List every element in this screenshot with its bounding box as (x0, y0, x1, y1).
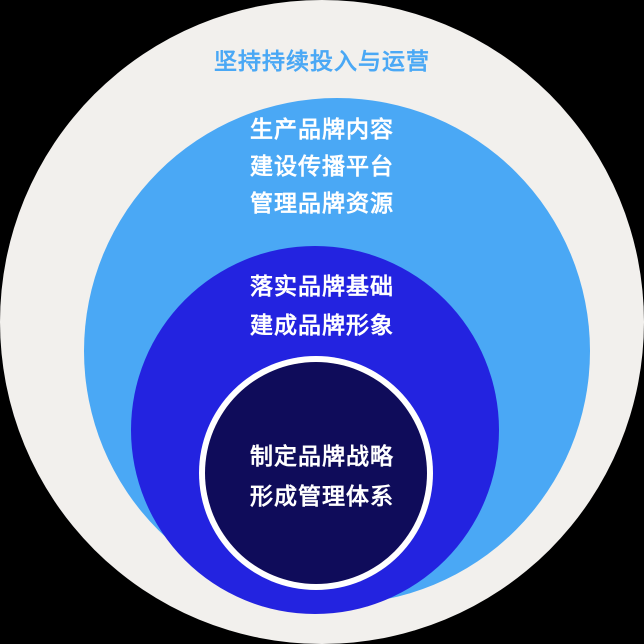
second-ring-line-1: 生产品牌内容 (250, 117, 394, 143)
third-ring-line-1: 落实品牌基础 (250, 274, 394, 300)
core-line-1: 制定品牌战略 (250, 444, 394, 470)
core-circle (205, 362, 427, 584)
outer-ring-label: 坚持持续投入与运营 (214, 49, 430, 75)
second-ring-text: 生产品牌内容 建设传播平台 管理品牌资源 (0, 112, 644, 223)
third-ring-text: 落实品牌基础 建成品牌形象 (0, 268, 644, 346)
second-ring-line-3: 管理品牌资源 (250, 191, 394, 217)
third-ring-line-2: 建成品牌形象 (250, 313, 394, 339)
core-line-2: 形成管理体系 (250, 484, 394, 510)
core-text: 制定品牌战略 形成管理体系 (0, 437, 644, 517)
second-ring-line-2: 建设传播平台 (250, 154, 394, 180)
